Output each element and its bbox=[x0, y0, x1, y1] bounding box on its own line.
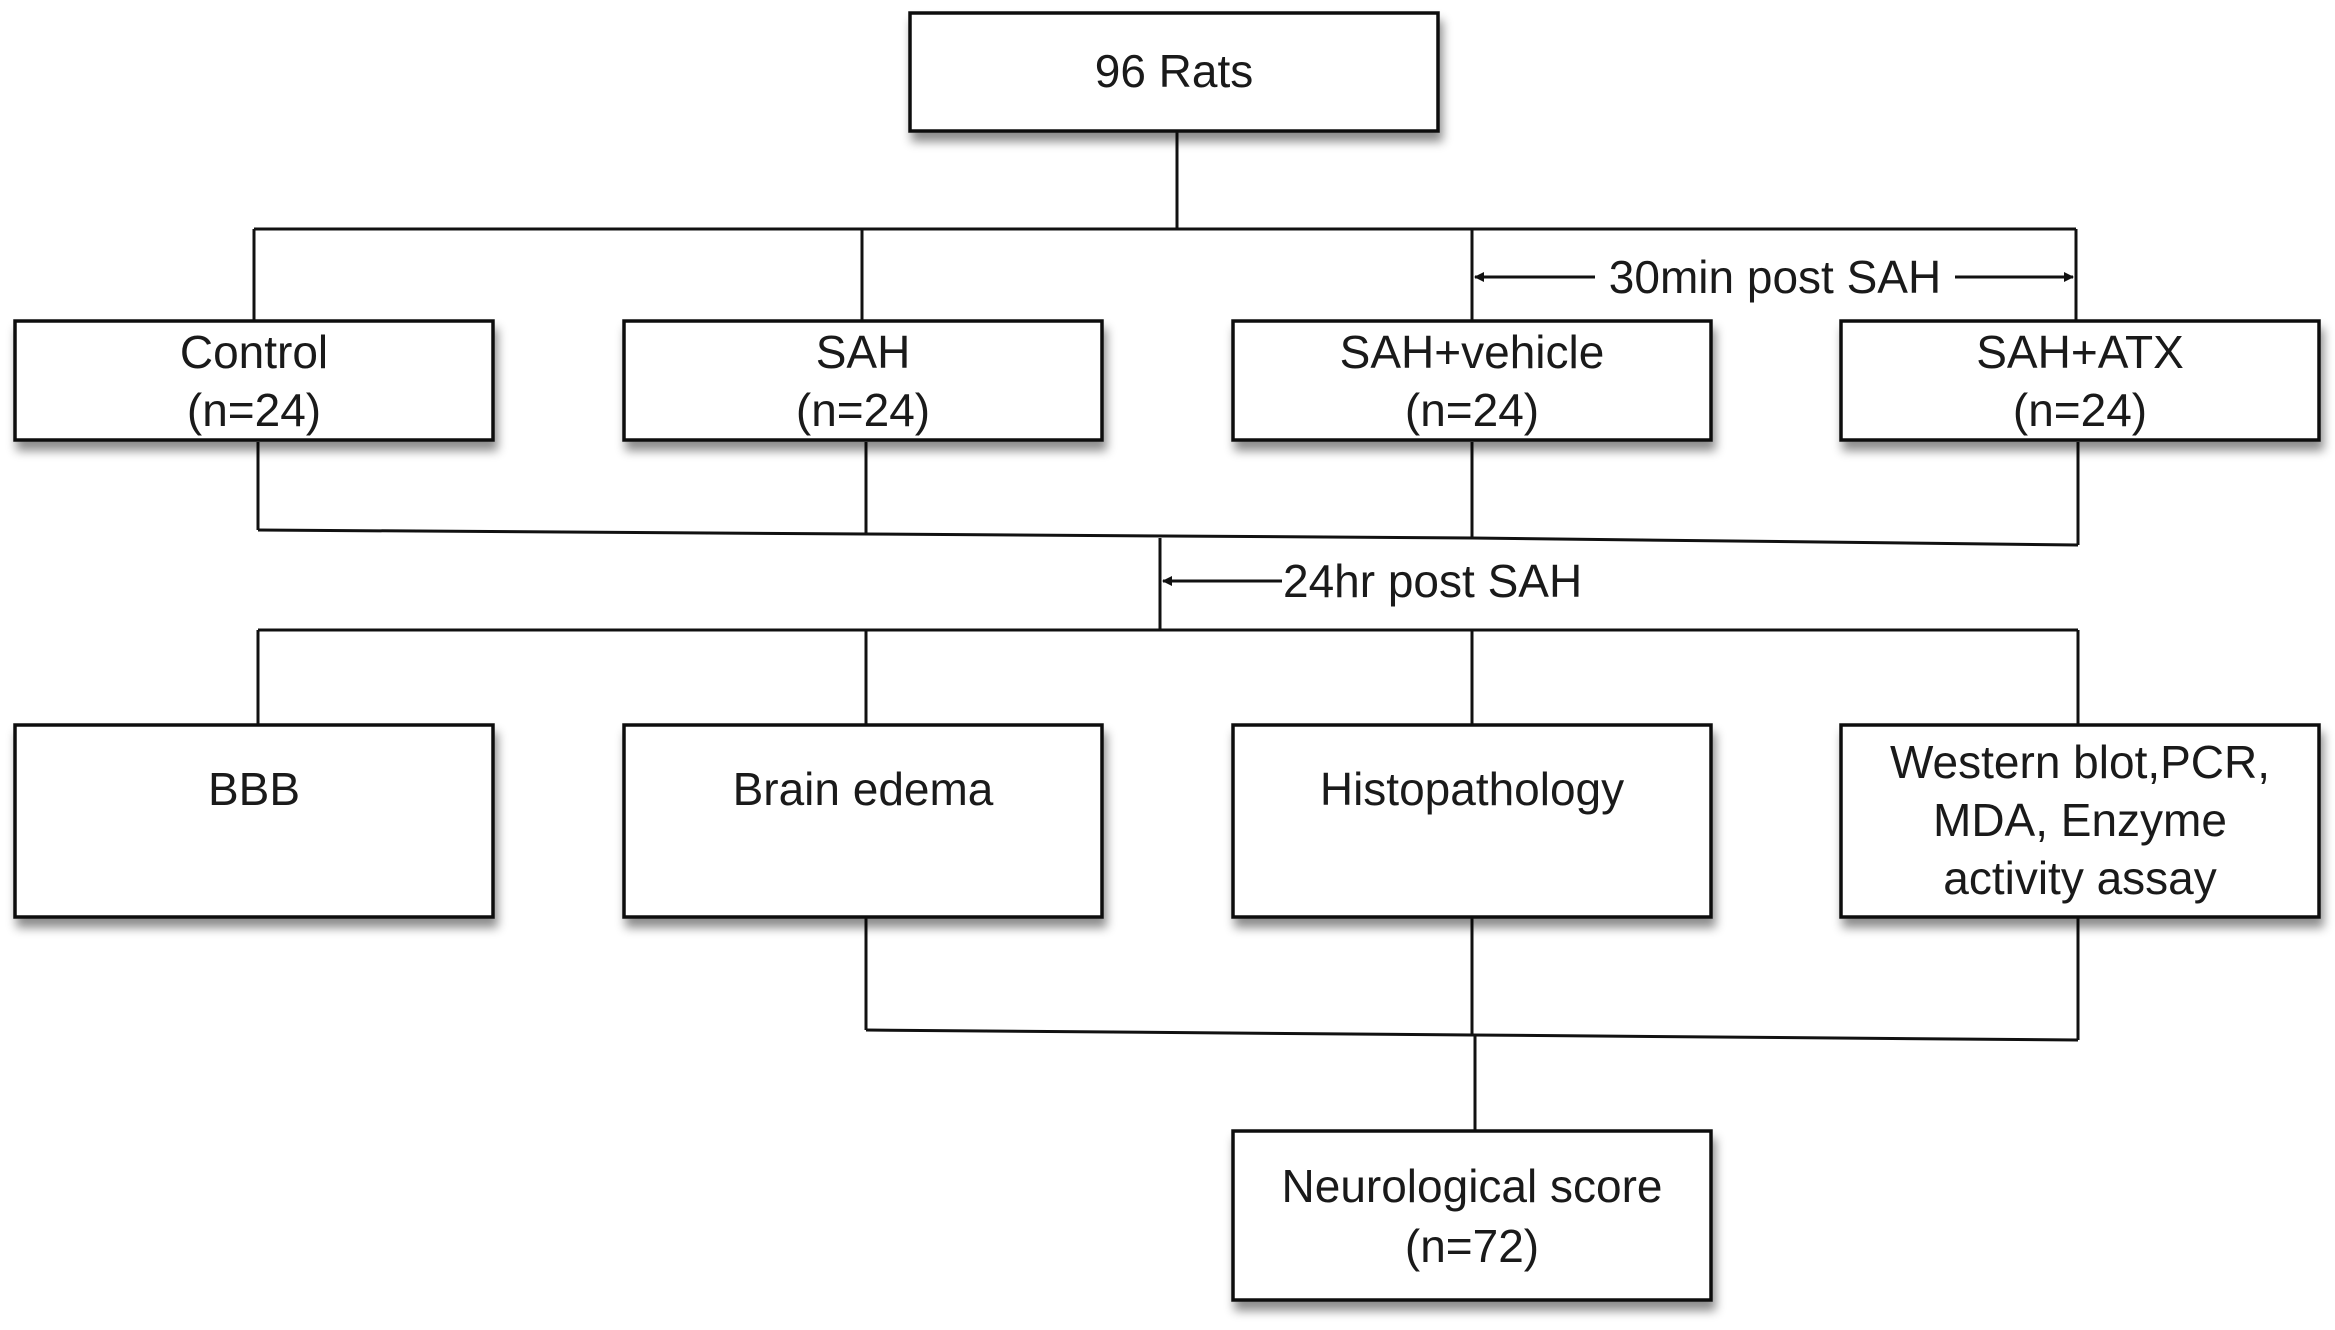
group-name-sah-atx: SAH+ATX bbox=[1976, 326, 2184, 378]
assessment-label-bbb: BBB bbox=[208, 763, 300, 815]
treatment-timing-label: 30min post SAH bbox=[1609, 251, 1941, 303]
outcome-name: Neurological score bbox=[1282, 1160, 1663, 1212]
assessment-timing-annotation: 24hr post SAH bbox=[1162, 555, 1582, 607]
root-node: 96 Rats bbox=[908, 11, 1440, 133]
assessment-box-histopathology bbox=[1231, 723, 1713, 919]
assessment-label-molecular-line2: MDA, Enzyme bbox=[1933, 794, 2227, 846]
assessment-label-molecular-line1: Western blot,PCR, bbox=[1890, 736, 2270, 788]
connector-outcome-bus bbox=[865, 1028, 2079, 1042]
group-node-sah-vehicle: SAH+vehicle (n=24) bbox=[1231, 319, 1713, 442]
outcome-count: (n=72) bbox=[1405, 1220, 1539, 1272]
assessment-label-molecular-line3: activity assay bbox=[1943, 852, 2217, 904]
group-count-sah: (n=24) bbox=[796, 384, 930, 436]
group-count-sah-vehicle: (n=24) bbox=[1405, 384, 1539, 436]
connectors-assessments-to-outcome bbox=[864, 918, 2080, 1132]
assessment-box-bbb bbox=[13, 723, 495, 919]
connector-merge-bus bbox=[257, 528, 2079, 547]
root-label: 96 Rats bbox=[1095, 45, 1254, 97]
group-box-sah-vehicle bbox=[1231, 319, 1713, 442]
group-name-sah: SAH bbox=[816, 326, 911, 378]
outcome-box bbox=[1231, 1129, 1713, 1302]
group-count-control: (n=24) bbox=[187, 384, 321, 436]
group-box-control bbox=[13, 319, 495, 442]
assessment-node-brain-edema: Brain edema bbox=[622, 723, 1104, 919]
assessment-label-brain-edema: Brain edema bbox=[733, 763, 994, 815]
assessment-box-molecular bbox=[1839, 723, 2321, 919]
group-name-control: Control bbox=[180, 326, 328, 378]
assessment-node-histopathology: Histopathology bbox=[1231, 723, 1713, 919]
root-box bbox=[908, 11, 1440, 133]
connectors-groups-to-assessments bbox=[256, 442, 2080, 725]
assessment-node-molecular: Western blot,PCR, MDA, Enzyme activity a… bbox=[1839, 723, 2321, 919]
group-name-sah-vehicle: SAH+vehicle bbox=[1340, 326, 1605, 378]
group-node-sah: SAH (n=24) bbox=[622, 319, 1104, 442]
outcome-node: Neurological score (n=72) bbox=[1231, 1129, 1713, 1302]
group-box-sah bbox=[622, 319, 1104, 442]
group-count-sah-atx: (n=24) bbox=[2013, 384, 2147, 436]
assessment-box-brain-edema bbox=[622, 723, 1104, 919]
connectors-root-to-groups bbox=[252, 130, 2078, 322]
group-node-sah-atx: SAH+ATX (n=24) bbox=[1839, 319, 2321, 442]
assessment-node-bbb: BBB bbox=[13, 723, 495, 919]
assessment-timing-label: 24hr post SAH bbox=[1283, 555, 1582, 607]
assessment-label-histopathology: Histopathology bbox=[1320, 763, 1624, 815]
group-box-sah-atx bbox=[1839, 319, 2321, 442]
group-node-control: Control (n=24) bbox=[13, 319, 495, 442]
treatment-timing-annotation: 30min post SAH bbox=[1474, 251, 2074, 303]
